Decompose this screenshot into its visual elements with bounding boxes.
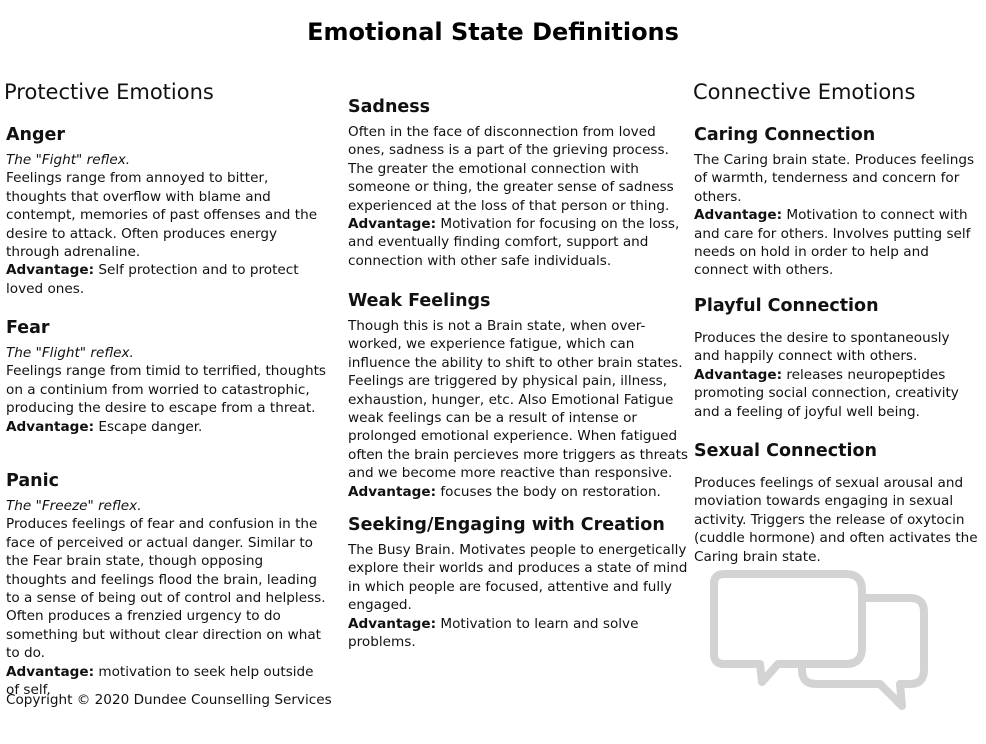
- sexual-connection-heading: Sexual Connection: [694, 441, 877, 461]
- seeking-heading: Seeking/Engaging with Creation: [348, 515, 665, 535]
- anger-advantage: Self protection and to protect loved one…: [6, 262, 299, 297]
- sexual-connection-section: Sexual Connection Produces feelings of s…: [694, 441, 979, 566]
- fear-text: The "Flight" reflex. Feelings range from…: [6, 344, 326, 436]
- fear-heading: Fear: [6, 318, 50, 338]
- anger-reflex: The "Fight" reflex.: [6, 152, 131, 168]
- connective-emotions-heading: Connective Emotions: [693, 80, 916, 104]
- fear-section: Fear The "Flight" reflex. Feelings range…: [6, 318, 326, 436]
- anger-body: Feelings range from annoyed to bitter, t…: [6, 170, 318, 261]
- fear-advantage-label: Advantage:: [6, 418, 95, 435]
- playful-connection-body: Produces the desire to spontaneously and…: [694, 330, 950, 365]
- fear-reflex: The "Flight" reflex.: [6, 345, 134, 361]
- protective-emotions-heading: Protective Emotions: [4, 80, 214, 104]
- caring-connection-heading: Caring Connection: [694, 125, 876, 145]
- weak-feelings-advantage-label: Advantage:: [348, 483, 437, 500]
- sadness-body: Often in the face of disconnection from …: [348, 124, 674, 214]
- copyright-notice: Copyright © 2020 Dundee Counselling Serv…: [6, 692, 332, 708]
- panic-section: Panic The "Freeze" reflex. Produces feel…: [6, 471, 326, 699]
- playful-connection-advantage-label: Advantage:: [694, 366, 783, 383]
- weak-feelings-advantage: focuses the body on restoration.: [436, 483, 661, 500]
- playful-connection-section: Playful Connection Produces the desire t…: [694, 296, 979, 421]
- anger-heading: Anger: [6, 125, 66, 145]
- caring-connection-advantage-label: Advantage:: [694, 207, 783, 224]
- panic-heading: Panic: [6, 471, 59, 491]
- sadness-text: Often in the face of disconnection from …: [348, 123, 688, 270]
- seeking-body: The Busy Brain. Motivates people to ener…: [348, 542, 688, 614]
- caring-connection-text: The Caring brain state. Produces feeling…: [694, 151, 979, 280]
- seeking-section: Seeking/Engaging with Creation The Busy …: [348, 515, 688, 651]
- sadness-section: Sadness Often in the face of disconnecti…: [348, 97, 688, 270]
- caring-connection-advantage: Motivation to connect with and care for …: [694, 207, 971, 279]
- sexual-connection-text: Produces feelings of sexual arousal and …: [694, 474, 979, 566]
- seeking-advantage: Motivation to learn and solve problems.: [348, 615, 639, 651]
- fear-body: Feelings range from timid to terrified, …: [6, 363, 326, 417]
- seeking-advantage-label: Advantage:: [348, 615, 437, 632]
- fear-advantage: Escape danger.: [94, 418, 203, 435]
- sadness-advantage: Motivation for focusing on the loss, and…: [348, 216, 680, 269]
- caring-connection-body: The Caring brain state. Produces feeling…: [694, 152, 975, 205]
- weak-feelings-section: Weak Feelings Though this is not a Brain…: [348, 291, 688, 501]
- weak-feelings-body: Though this is not a Brain state, when o…: [348, 318, 689, 482]
- panic-advantage: motivation to seek help outside of self.: [6, 663, 314, 699]
- panic-reflex: The "Freeze" reflex.: [6, 498, 142, 514]
- weak-feelings-heading: Weak Feelings: [348, 291, 491, 311]
- anger-text: The "Fight" reflex. Feelings range from …: [6, 151, 326, 298]
- chat-bubble-back: [798, 594, 928, 710]
- anger-section: Anger The "Fight" reflex. Feelings range…: [6, 125, 326, 298]
- weak-feelings-text: Though this is not a Brain state, when o…: [348, 317, 688, 501]
- panic-advantage-label: Advantage:: [6, 663, 95, 680]
- playful-connection-heading: Playful Connection: [694, 296, 879, 316]
- sexual-connection-body: Produces feelings of sexual arousal and …: [694, 475, 978, 565]
- sadness-advantage-label: Advantage:: [348, 216, 437, 233]
- panic-text: The "Freeze" reflex. Produces feelings o…: [6, 497, 326, 699]
- chat-bubble-front: [710, 570, 866, 686]
- chat-bubbles-icon: [710, 570, 928, 710]
- sadness-heading: Sadness: [348, 97, 431, 117]
- page-title: Emotional State Definitions: [307, 18, 679, 46]
- playful-connection-advantage: releases neuropeptides promoting social …: [694, 366, 959, 420]
- anger-advantage-label: Advantage:: [6, 262, 95, 279]
- caring-connection-section: Caring Connection The Caring brain state…: [694, 125, 979, 280]
- panic-body: Produces feelings of fear and confusion …: [6, 516, 326, 662]
- seeking-text: The Busy Brain. Motivates people to ener…: [348, 541, 688, 651]
- playful-connection-text: Produces the desire to spontaneously and…: [694, 329, 979, 421]
